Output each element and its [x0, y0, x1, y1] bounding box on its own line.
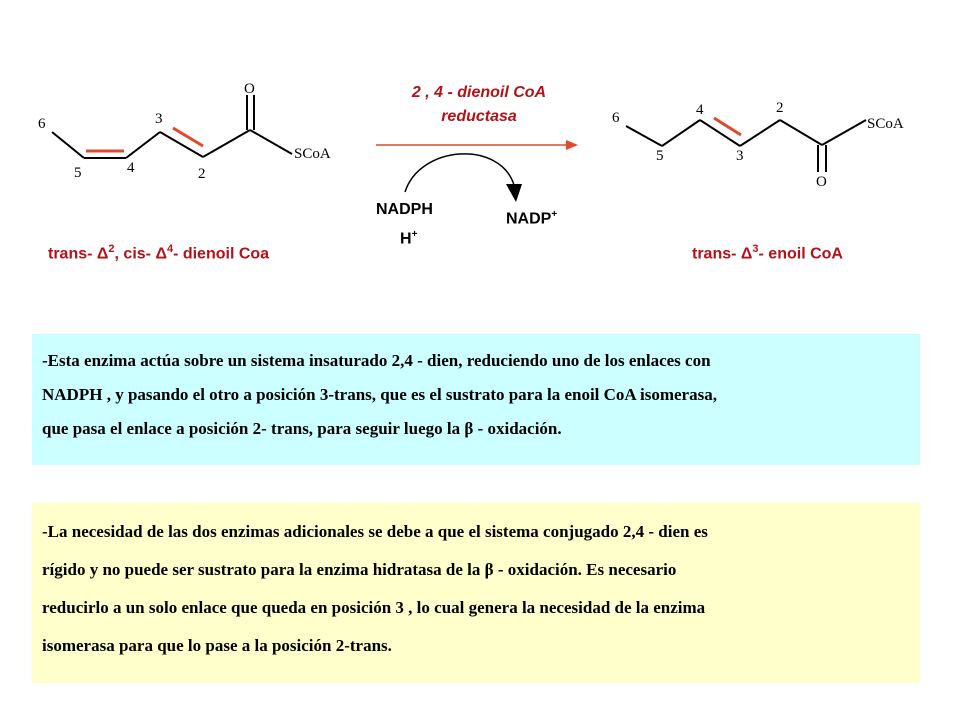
product-carbon-3: 3 — [736, 148, 744, 164]
delta-symbol: Δ — [740, 245, 753, 263]
product-structure: O SCoA 6 5 4 3 2 — [612, 100, 904, 190]
product-name-sup3: 3 — [752, 243, 759, 255]
enzyme-name-line2: reductasa — [441, 108, 517, 125]
reactant-name-sup2: 2 — [108, 243, 115, 255]
explanation-box-enzyme: -Esta enzima actúa sobre un sistema insa… — [32, 334, 920, 465]
nadp-label: NADP+ — [506, 209, 557, 228]
reactant-name-trans: trans- — [48, 245, 97, 263]
product-name-trans: trans- — [692, 245, 741, 263]
product-carbon-2: 2 — [776, 100, 784, 116]
reactant-name-cis: , cis- — [114, 245, 156, 263]
beta-symbol: β — [464, 419, 474, 438]
box2-line-2a: rígido y no puede ser sustrato para la e… — [42, 560, 485, 579]
product-name-rest: - enoil CoA — [758, 245, 843, 263]
reactant-carbon-2: 2 — [198, 166, 206, 182]
product-carbon-4: 4 — [696, 102, 704, 118]
reactant-name: trans- Δ2, cis- Δ4- dienoil Coa — [48, 243, 269, 263]
box2-line-2: rígido y no puede ser sustrato para la e… — [42, 551, 910, 589]
reactant-scoa: SCoA — [294, 146, 331, 162]
product-carbon-6: 6 — [612, 110, 620, 126]
nadp-charge: + — [551, 209, 558, 220]
product-name: trans- Δ3- enoil CoA — [692, 243, 843, 263]
product-carbon-5: 5 — [656, 148, 664, 164]
proton-label: H+ — [400, 229, 417, 248]
nadph-label: NADPH — [376, 201, 433, 219]
box1-line-1: -Esta enzima actúa sobre un sistema insa… — [42, 351, 711, 370]
box2-line-1: -La necesidad de las dos enzimas adicion… — [42, 522, 708, 541]
beta-symbol: β — [484, 560, 494, 579]
box1-line-2: NADPH , y pasando el otro a posición 3-t… — [42, 385, 717, 404]
proton-text: H — [400, 230, 412, 248]
box2-line-3: reducirlo a un solo enlace que queda en … — [42, 598, 706, 617]
reactant-carbon-3: 3 — [155, 111, 163, 127]
reactant-name-rest: - dienoil Coa — [173, 245, 270, 263]
box1-line-3b: - oxidación. — [473, 419, 562, 438]
nadph-text: NADPH — [376, 201, 433, 218]
box2-line-4: isomerasa para que lo pase a la posición… — [42, 636, 392, 655]
reactant-carbon-4: 4 — [127, 160, 135, 176]
box1-line-3a: que pasa el enlace a posición 2- trans, … — [42, 419, 465, 438]
box1-line-3: que pasa el enlace a posición 2- trans, … — [42, 412, 910, 446]
reactant-oxygen: O — [244, 81, 255, 97]
enzyme-name-line1: 2 , 4 - dienoil CoA — [411, 84, 547, 101]
box2-line-2b: - oxidación. Es necesario — [493, 560, 677, 579]
nadp-text: NADP — [506, 210, 552, 228]
reactant-carbon-5: 5 — [74, 165, 82, 181]
delta-symbol: Δ — [155, 245, 167, 263]
proton-charge: + — [411, 229, 418, 240]
reactant-name-sup4: 4 — [166, 243, 174, 255]
explanation-box-necessity: -La necesidad de las dos enzimas adicion… — [32, 503, 920, 683]
delta-symbol: Δ — [96, 245, 109, 263]
product-scoa: SCoA — [867, 116, 904, 132]
reactant-carbon-6: 6 — [38, 116, 46, 132]
reaction-arrows — [376, 140, 578, 202]
reactant-structure: O SCoA 6 5 4 3 2 — [38, 81, 331, 182]
enzyme-name: 2 , 4 - dienoil CoA reductasa — [359, 81, 599, 129]
product-oxygen: O — [816, 174, 827, 190]
